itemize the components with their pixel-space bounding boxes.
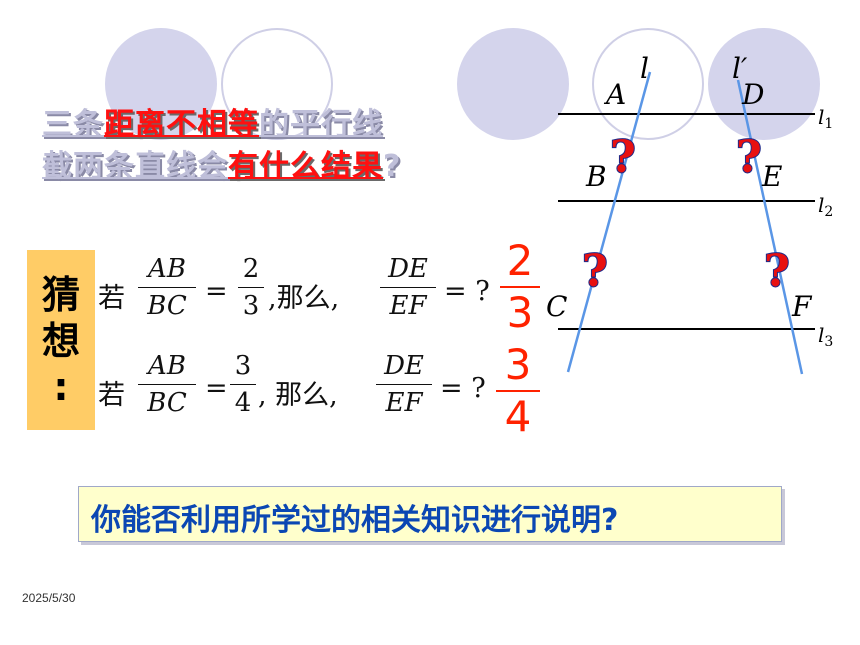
frac-den: BC [147, 291, 187, 321]
parallel-label-sub: 2 [824, 204, 833, 220]
question-line-1: 三条距离不相等的平行线 [42, 104, 401, 146]
frac-bar [376, 384, 432, 385]
fraction-de-ef: DE EF [376, 351, 432, 418]
fraction-value: 3 4 [230, 351, 256, 418]
decor-circle-3 [457, 28, 569, 140]
frac-num: 2 [242, 254, 260, 284]
question-seg: ? [383, 149, 402, 184]
question-mark-ab: ? [610, 132, 636, 183]
guess-char: 想 [41, 319, 80, 363]
question-seg: 截两条直线会 [42, 149, 228, 184]
conjecture-separator: , 那么, [258, 380, 338, 411]
equals-sign: = [205, 276, 228, 307]
parallel-label-letter: l [818, 323, 824, 347]
decor-circle-1 [105, 28, 217, 140]
decor-circle-2 [221, 28, 333, 140]
equals-question: = ? [440, 373, 486, 404]
frac-num: AB [148, 254, 186, 284]
conjecture-prefix: 若 [98, 380, 125, 411]
frac-bar [380, 287, 436, 288]
slide-date: 2025/5/30 [22, 591, 76, 605]
equals-sign: = [205, 373, 228, 404]
point-label-f: F [791, 290, 813, 323]
fraction-value: 2 3 [238, 254, 264, 321]
frac-den: BC [147, 388, 187, 418]
transversal-l [566, 71, 652, 373]
transversal-l-prime [736, 79, 804, 375]
parallel-label-sub: 3 [824, 334, 833, 350]
answer-den: 3 [506, 288, 534, 337]
answer-den: 4 [504, 392, 532, 441]
frac-bar [138, 287, 196, 288]
point-label-e: E [761, 160, 782, 193]
label-l-prime: l′ [732, 52, 748, 85]
question-seg: 距离不相等 [104, 107, 259, 142]
fraction-ab-bc: AB BC [138, 351, 196, 418]
frac-den: EF [385, 388, 423, 418]
frac-num: AB [148, 351, 186, 381]
frac-den: 4 [234, 388, 252, 418]
frac-num: DE [384, 351, 424, 381]
question-text: 三条距离不相等的平行线 截两条直线会有什么结果? [42, 104, 401, 188]
frac-num: DE [388, 254, 428, 284]
answer-fraction: 2 3 [500, 238, 540, 336]
question-mark-bc: ? [582, 246, 608, 297]
question-mark-de: ? [736, 132, 762, 183]
frac-bar [238, 287, 264, 288]
decor-circle-5 [708, 28, 820, 140]
frac-bar [230, 384, 256, 385]
guess-label: 猜 想 : [27, 272, 95, 410]
frac-num: 3 [234, 351, 252, 381]
question-seg: 三条 [42, 107, 104, 142]
answer-num: 3 [504, 340, 532, 389]
answer-bar [500, 286, 540, 288]
guess-char: : [53, 365, 69, 409]
frac-bar [138, 384, 196, 385]
question-seg: 的平行线 [259, 107, 383, 142]
parallel-label-letter: l [818, 105, 824, 129]
equals-question: = ? [444, 276, 490, 307]
answer-fraction: 3 4 [496, 342, 540, 440]
guess-char: 猜 [41, 273, 80, 317]
parallel-lines-diagram: l l′ A B C D E F l1 l2 l3 ? ? ? ? [546, 52, 833, 375]
conjecture-prefix: 若 [98, 283, 125, 314]
label-l: l [640, 52, 649, 85]
parallel-label-sub: 1 [824, 116, 833, 132]
fraction-ab-bc: AB BC [138, 254, 196, 321]
guess-label-box: 猜 想 : [27, 250, 95, 430]
parallel-label-2: l2 [818, 193, 833, 220]
answer-num: 2 [506, 236, 534, 285]
conjecture-separator: ,那么, [268, 283, 340, 314]
question-mark-ef: ? [764, 246, 790, 297]
answer-bar [496, 390, 540, 392]
frac-den: EF [389, 291, 427, 321]
prompt-box: 你能否利用所学过的相关知识进行说明? [78, 486, 782, 542]
prompt-text: 你能否利用所学过的相关知识进行说明? [91, 503, 619, 538]
point-label-b: B [585, 160, 607, 193]
parallel-label-3: l3 [818, 323, 833, 350]
question-seg: 有什么结果 [228, 149, 383, 184]
frac-den: 3 [242, 291, 260, 321]
fraction-de-ef: DE EF [380, 254, 436, 321]
question-line-2: 截两条直线会有什么结果? [42, 146, 401, 188]
point-label-a: A [603, 78, 626, 111]
point-label-c: C [546, 290, 567, 323]
parallel-label-letter: l [818, 193, 824, 217]
point-label-d: D [741, 78, 764, 111]
parallel-label-1: l1 [818, 105, 833, 132]
